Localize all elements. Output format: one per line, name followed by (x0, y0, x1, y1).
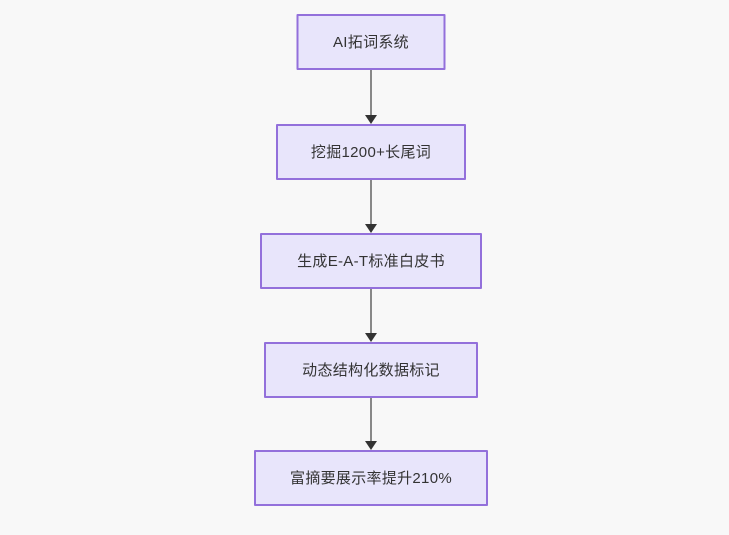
connector-arrowhead-2-3 (365, 224, 377, 233)
connector-line-4-5 (370, 398, 372, 441)
connector-line-2-3 (370, 180, 372, 224)
connector-arrowhead-3-4 (365, 333, 377, 342)
flowchart-node-4-label: 动态结构化数据标记 (302, 361, 440, 379)
flowchart-node-2-label: 挖掘1200+长尾词 (310, 143, 432, 161)
flowchart-node-3-label: 生成E-A-T标准白皮书 (297, 252, 445, 270)
flowchart-node-5[interactable]: 富摘要展示率提升210% (254, 450, 488, 506)
flowchart-node-1-label: AI拓词系统 (333, 33, 409, 51)
connector-line-3-4 (370, 289, 372, 333)
flowchart-node-3[interactable]: 生成E-A-T标准白皮书 (260, 233, 482, 289)
flowchart-node-2[interactable]: 挖掘1200+长尾词 (276, 124, 466, 180)
connector-arrowhead-1-2 (365, 115, 377, 124)
flowchart-node-4[interactable]: 动态结构化数据标记 (264, 342, 478, 398)
connector-arrowhead-4-5 (365, 441, 377, 450)
flowchart-node-5-label: 富摘要展示率提升210% (290, 469, 452, 487)
flowchart-node-1[interactable]: AI拓词系统 (296, 14, 446, 70)
connector-line-1-2 (370, 70, 372, 115)
